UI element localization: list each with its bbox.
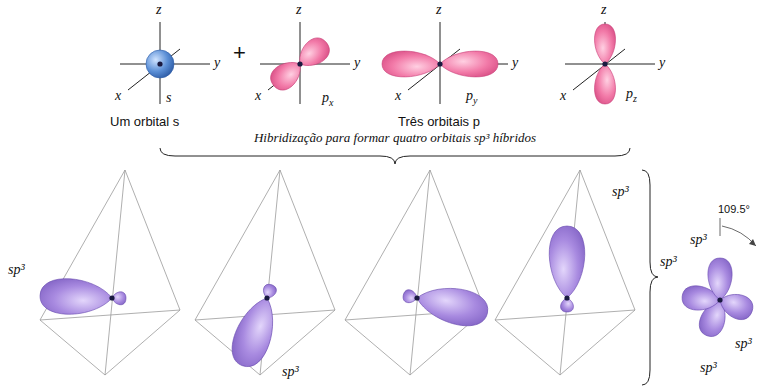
tetrahedron-edge [495, 320, 560, 375]
tetrahedron-edge [410, 170, 430, 375]
y-axis [565, 64, 655, 65]
nucleus-dot [157, 61, 162, 66]
orbital-label: sp³ [612, 184, 629, 201]
nucleus-dot [109, 295, 114, 300]
p-orbital-lobe [382, 51, 440, 77]
nucleus-dot [602, 61, 607, 66]
axis-label: z [156, 2, 161, 19]
tetrahedron-edge [125, 170, 180, 310]
caption: Um orbital s [110, 114, 179, 130]
axis-label: y [512, 55, 518, 72]
caption: Três orbitais p [398, 114, 480, 130]
tetrahedron-edge [345, 170, 430, 320]
orbital-label: s [166, 90, 171, 107]
p-orbital-lobe [595, 64, 616, 104]
sp3-tetrahedron [495, 170, 635, 375]
axis-set [565, 22, 655, 104]
nucleus-dot [717, 297, 722, 302]
nucleus-dot [564, 295, 569, 300]
sp3-combined [681, 218, 756, 340]
tetrahedron-edge [560, 310, 635, 375]
sp3-major-lobe [708, 258, 732, 300]
orbital-label: sp³ [660, 254, 677, 271]
axis-label: z [436, 2, 441, 19]
brace [642, 170, 658, 385]
p-orbital-lobe [595, 24, 616, 64]
axis-label: y [659, 55, 665, 72]
angle-tick [720, 218, 721, 236]
angle-label: 109.5° [718, 203, 750, 216]
sp3-tetrahedron [195, 170, 335, 375]
sp3-major-lobe [226, 292, 284, 372]
sp3-tetrahedron [345, 170, 491, 375]
plus-sign: + [233, 40, 246, 66]
tetrahedron-edge [195, 170, 280, 320]
axis-label: x [255, 88, 261, 105]
orbital-label: sp³ [735, 336, 752, 353]
axis-label: y [214, 55, 220, 72]
orbital-label: sp³ [282, 364, 299, 381]
sp3-major-lobe [549, 226, 585, 298]
orbital-label: pz [626, 86, 637, 105]
nucleus-dot [437, 61, 442, 66]
s-orbital [146, 50, 174, 78]
brace [160, 148, 630, 164]
tetrahedron-edge [345, 320, 410, 375]
axis-label: y [354, 55, 360, 72]
tetrahedron-edge [280, 170, 335, 310]
tetrahedron-edge [580, 170, 635, 310]
atomic-orbitals [120, 22, 655, 104]
sp3-major-lobe [39, 278, 112, 316]
tetrahedron-edge [105, 310, 180, 375]
axis-label: x [395, 88, 401, 105]
axis-label: z [296, 2, 301, 19]
sp3-major-lobe [413, 281, 491, 331]
axis-set [260, 22, 350, 104]
sp3-tetrahedron [39, 170, 180, 375]
nucleus-dot [264, 295, 269, 300]
axis-set [120, 22, 210, 104]
axis-label: x [115, 88, 121, 105]
sp3-minor-lobe [261, 283, 278, 301]
nucleus-dot [297, 61, 302, 66]
axis-label: x [560, 88, 566, 105]
angle-arc [722, 226, 756, 246]
nucleus-dot [414, 295, 419, 300]
p-orbital-lobe [440, 51, 498, 77]
x-axis [128, 49, 180, 90]
orbital-label: sp³ [8, 262, 25, 279]
tetrahedron-edge [40, 320, 105, 375]
orbital-label: py [466, 88, 477, 107]
angle-arrowhead [749, 239, 756, 246]
orbital-label: sp³ [690, 232, 707, 249]
tetrahedron-edge [105, 170, 125, 375]
axis-label: z [601, 2, 606, 19]
orbital-label: sp³ [700, 360, 717, 377]
p-orbital-lobe [292, 33, 334, 73]
hybridization-caption: Hibridização para formar quatro orbitais… [254, 130, 536, 146]
tetrahedron-edge [40, 170, 125, 320]
orbital-label: px [322, 90, 333, 109]
